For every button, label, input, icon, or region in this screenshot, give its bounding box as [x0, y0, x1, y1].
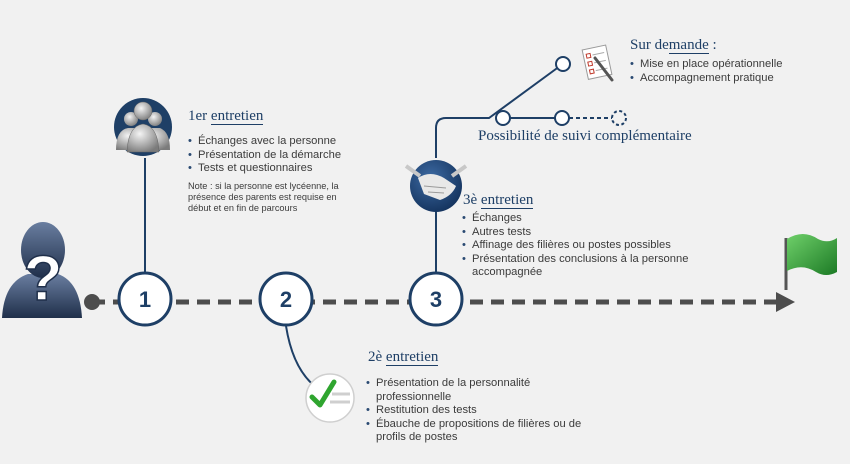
entretien2-heading-word: entretien	[385, 349, 439, 366]
list-item: Accompagnement pratique	[630, 72, 782, 86]
step-2-number: 2	[280, 287, 292, 312]
demande-heading-suffix: :	[708, 37, 717, 53]
list-item: Autres tests	[462, 226, 690, 240]
entretien1-note: Note : si la personne est lycéenne, la p…	[188, 181, 339, 213]
checkmark-icon	[305, 373, 355, 423]
checklist-pen-icon	[581, 44, 614, 82]
question-person-icon: ?	[2, 222, 82, 318]
connector-step2	[285, 325, 318, 389]
demande-heading: Sur demande :	[630, 37, 717, 54]
step-1-marker: 1	[117, 271, 173, 327]
connector-branch	[435, 65, 561, 158]
demande-heading-word: mande	[668, 37, 709, 54]
list-item: Affinage des filières ou postes possible…	[462, 239, 690, 253]
suivi-node	[554, 110, 570, 126]
entretien3-heading-word: entretien	[480, 192, 534, 209]
entretien3-list: Échanges Autres tests Affinage des filiè…	[462, 212, 690, 280]
demande-list: Mise en place opérationnelle Accompagnem…	[630, 58, 782, 85]
list-item: Ébauche de propositions de filières ou d…	[366, 418, 588, 445]
demande-heading-prefix: Sur de	[630, 37, 669, 53]
entretien2-heading: 2è entretien	[368, 349, 439, 366]
entretien2-list: Présentation de la personnalité professi…	[366, 377, 588, 445]
green-flag-icon	[784, 234, 837, 290]
step-2-marker: 2	[258, 271, 314, 327]
list-item: Échanges	[462, 212, 690, 226]
suivi-future-node	[611, 110, 627, 126]
branch-node	[495, 110, 511, 126]
step-3-marker: 3	[408, 271, 464, 327]
step-3-number: 3	[430, 287, 442, 312]
svg-text:?: ?	[23, 242, 62, 314]
step-1-number: 1	[139, 287, 151, 312]
list-item: Présentation des conclusions à la person…	[462, 253, 690, 280]
list-item: Restitution des tests	[366, 404, 588, 418]
entretien3-heading: 3è entretien	[463, 192, 534, 209]
entretien3-heading-prefix: 3è	[463, 192, 481, 208]
suivi-label: Possibilité de suivi complémentaire	[478, 128, 692, 144]
list-item: Tests et questionnaires	[188, 162, 341, 176]
list-item: Présentation de la démarche	[188, 149, 341, 163]
demande-node	[555, 56, 571, 72]
list-item: Présentation de la personnalité professi…	[366, 377, 588, 404]
timeline-arrowhead	[776, 292, 795, 312]
entretien1-list: Échanges avec la personne Présentation d…	[188, 135, 341, 176]
entretien2-heading-prefix: 2è	[368, 349, 386, 365]
entretien1-heading-word: entretien	[210, 108, 264, 125]
entretien1-heading-prefix: 1er	[188, 108, 211, 124]
handshake-icon	[404, 160, 468, 212]
entretien1-heading: 1er entretien	[188, 108, 264, 125]
group-people-icon	[114, 98, 172, 156]
timeline-start-dot	[84, 294, 100, 310]
list-item: Mise en place opérationnelle	[630, 58, 782, 72]
list-item: Échanges avec la personne	[188, 135, 341, 149]
